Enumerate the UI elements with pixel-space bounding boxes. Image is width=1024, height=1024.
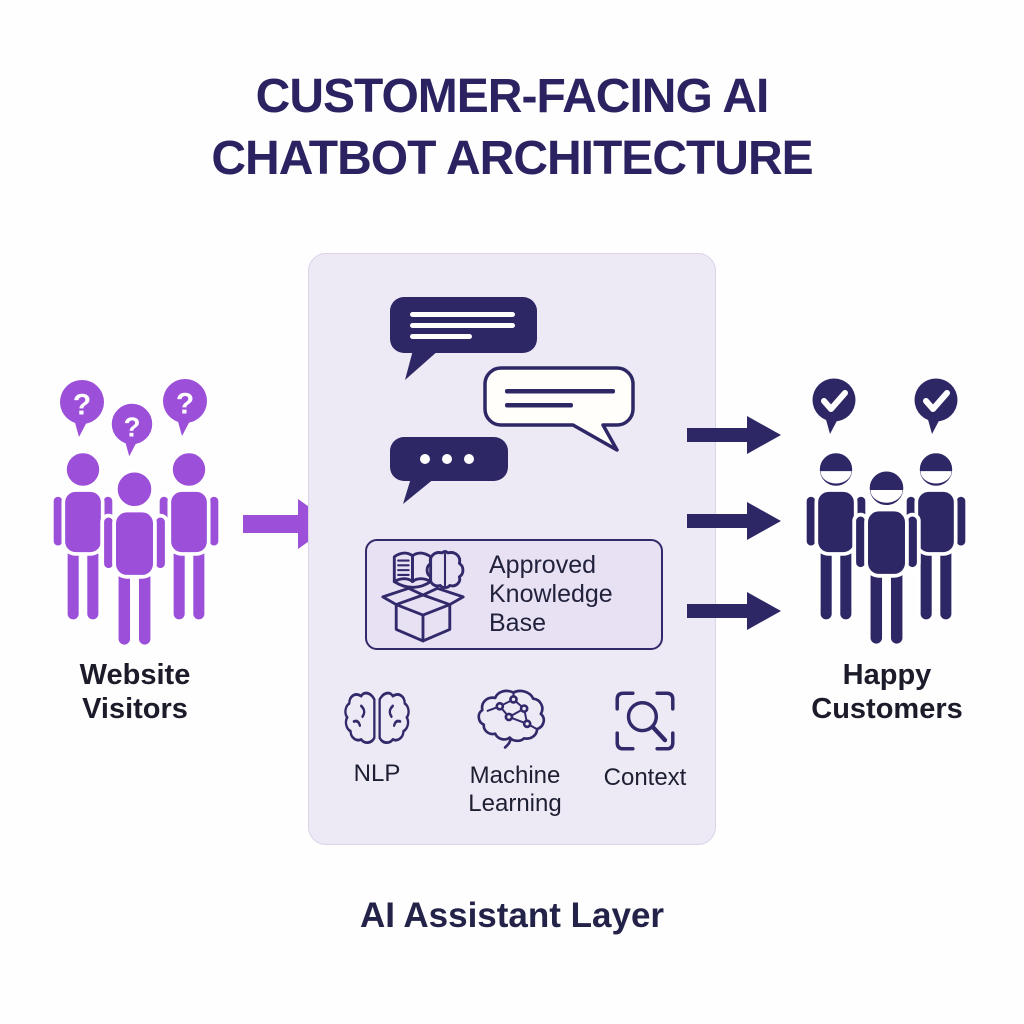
capability-machine-learning: Machine Learning — [450, 688, 580, 818]
happy-customers-label: Happy Customers — [811, 659, 963, 725]
capability-label: NLP — [353, 760, 401, 787]
chat-bubble-filled-icon — [390, 297, 537, 380]
approved-knowledge-base-box: Approved Knowledge Base — [365, 539, 663, 650]
checkmark-bubble-icon — [915, 379, 958, 435]
website-visitors-icon — [49, 379, 223, 649]
chat-conversation-icon — [390, 297, 635, 504]
knowledge-box-label: Approved Knowledge Base — [489, 551, 613, 637]
arrow-right-icon — [687, 502, 781, 540]
page-title: CUSTOMER-FACING AI CHATBOT ARCHITECTURE — [0, 66, 1024, 190]
page-title-line2: CHATBOT ARCHITECTURE — [211, 132, 813, 185]
question-bubble-icon — [163, 379, 207, 436]
search-focus-icon — [615, 691, 675, 751]
chat-bubble-outline-icon — [483, 366, 635, 452]
capability-context: Context — [580, 688, 710, 792]
capability-nlp: NLP — [312, 688, 442, 788]
question-bubble-icon — [111, 403, 153, 457]
chat-typing-bubble-icon — [390, 437, 508, 504]
arrow-right-icon — [687, 416, 781, 454]
capability-label: Context — [603, 764, 687, 791]
checkmark-bubble-icon — [813, 379, 856, 435]
question-bubble-icon — [60, 380, 104, 437]
page-title-line1: CUSTOMER-FACING AI — [255, 70, 770, 123]
ai-assistant-layer-caption: AI Assistant Layer — [359, 896, 665, 935]
website-visitors-label: Website Visitors — [79, 659, 191, 725]
brain-icon — [344, 691, 410, 745]
knowledge-box-icon — [381, 549, 465, 642]
arrow-right-icon — [687, 592, 781, 630]
neural-network-brain-icon — [477, 689, 546, 749]
happy-customers-icon — [795, 372, 977, 658]
capability-label: Machine Learning — [468, 762, 562, 817]
